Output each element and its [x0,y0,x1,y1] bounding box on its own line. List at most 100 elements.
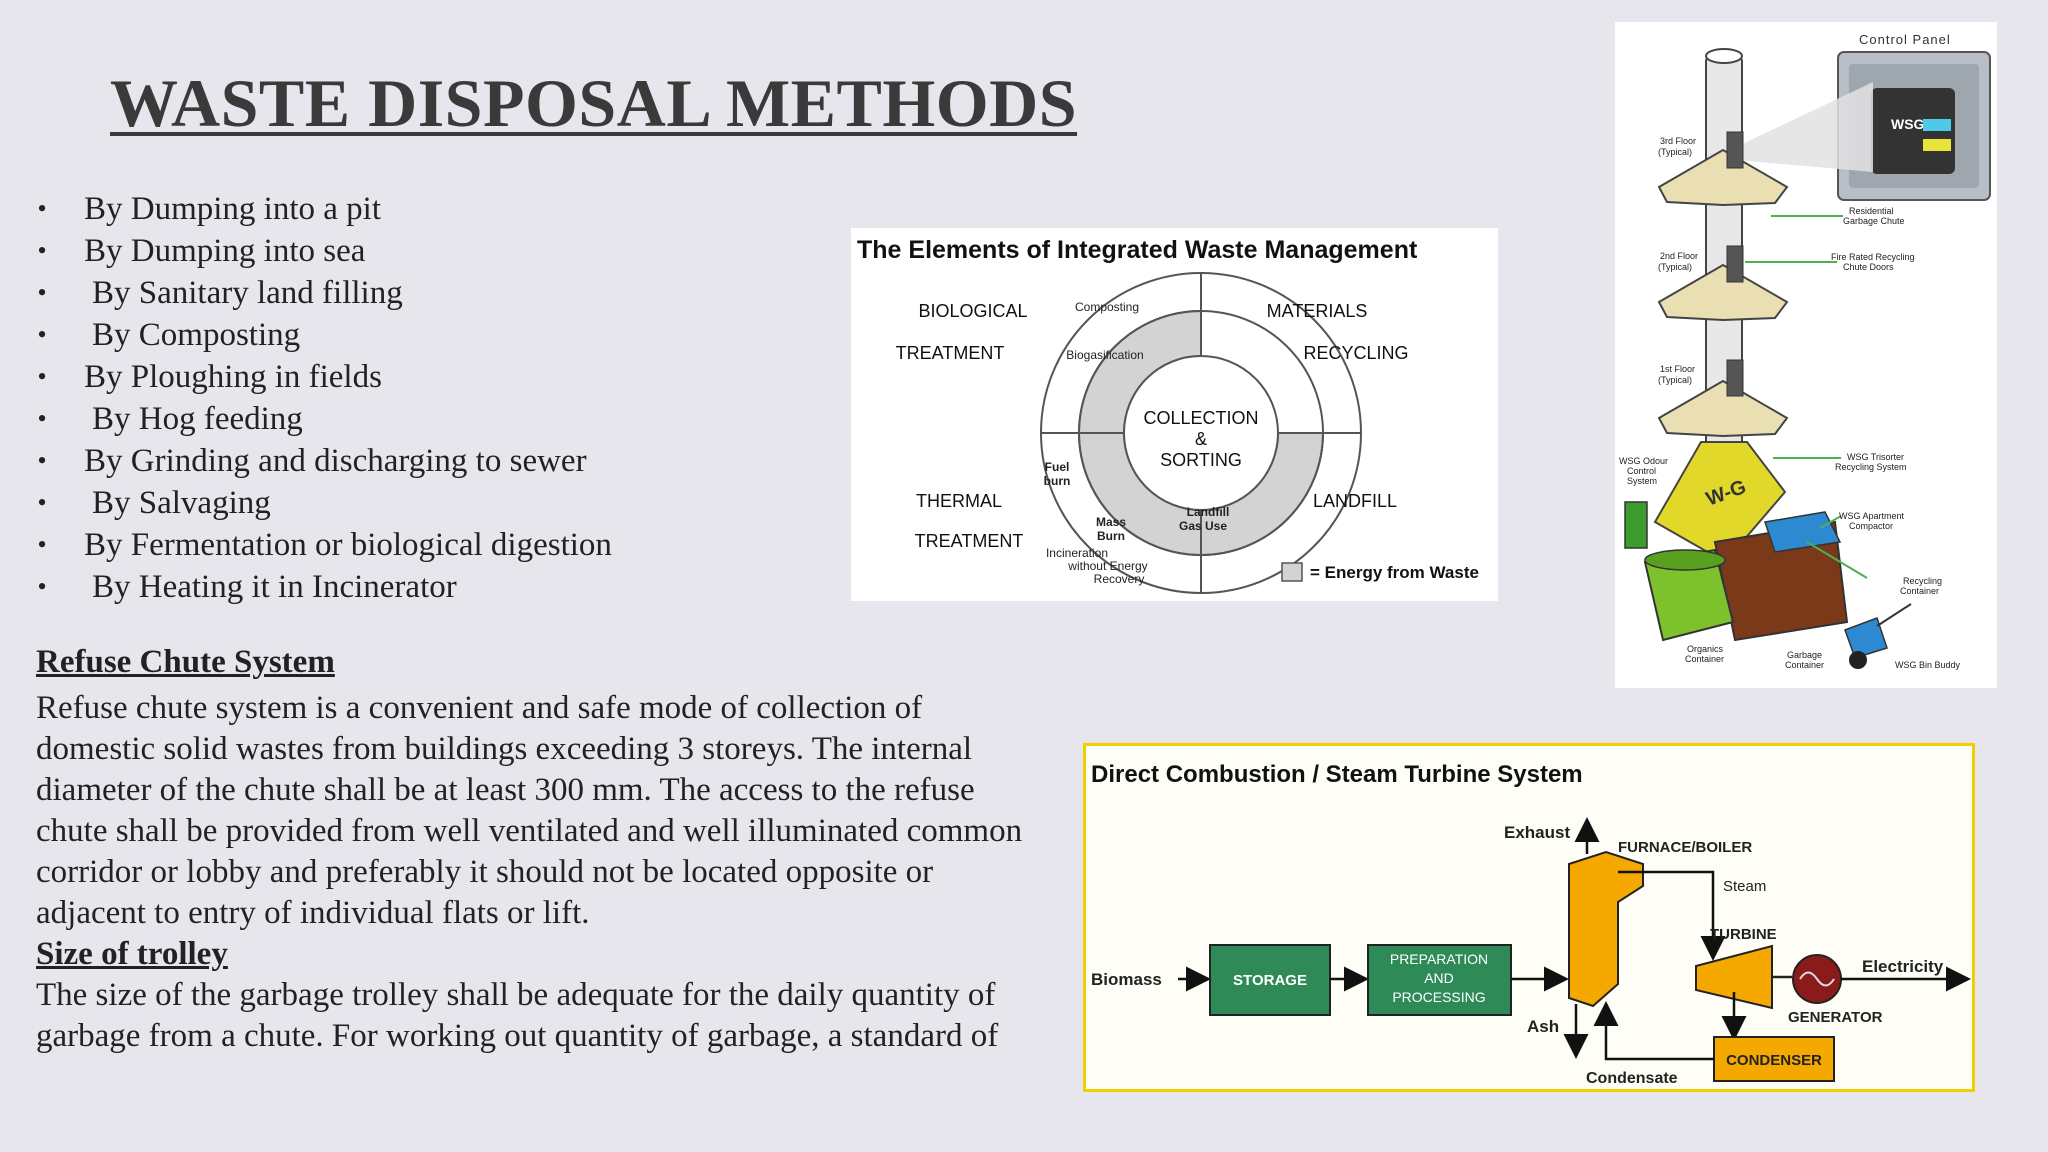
ring-label-incineration: without Energy [1067,559,1147,573]
legend-label: = Energy from Waste [1310,563,1479,582]
chute-door [1726,131,1744,169]
center-label: & [1195,429,1207,449]
bullet-icon: • [37,446,47,475]
exhaust-label: Exhaust [1504,823,1570,842]
ring-label-mass-burn: Mass [1096,515,1126,529]
biomass-label: Biomass [1091,970,1162,989]
refuse-chute-heading: Refuse Chute System [36,644,335,680]
ring-label-incineration: Recovery [1094,572,1145,586]
method-item: •By Grinding and discharging to sewer [32,440,612,482]
odour-control-unit [1624,501,1648,549]
callout-label: Chute Doors [1843,262,1894,272]
control-panel-label: Control Panel [1859,32,1951,47]
bullet-icon: • [37,530,47,559]
method-item: • By Dumping into a pit [32,188,612,230]
ring-label-biogasification: Biogasification [1066,348,1143,362]
paragraph-line: chute shall be provided from well ventil… [36,813,1023,849]
callout-cone [1736,82,1873,172]
method-text: By Ploughing in fields [84,359,382,395]
callout-label: Recycling System [1835,462,1907,472]
paragraph-line: The size of the garbage trolley shall be… [36,977,996,1013]
panel-display [1871,88,1955,174]
preparation-label: PREPARATION [1390,951,1488,967]
bin-buddy-handle [1876,603,1912,627]
compactor-unit [1764,511,1842,553]
ring-label-landfill-gas: Landfill [1187,505,1230,519]
condensate-return [1593,1001,1714,1061]
method-text: By Heating it in Incinerator [92,569,457,605]
callout-label: WSG Odour [1619,456,1668,466]
legend-swatch [1281,562,1303,582]
quadrant-label-biological: BIOLOGICAL [918,301,1027,321]
floor-label: (Typical) [1658,262,1692,272]
turbine-label: TURBINE [1710,926,1777,943]
iwm-title: The Elements of Integrated Waste Managem… [857,236,1418,264]
generator-wave [1799,971,1835,987]
trolley-size-heading: Size of trolley [36,936,228,972]
bin-buddy-body [1844,617,1888,659]
paragraph-line: garbage from a chute. For working out qu… [36,1018,999,1054]
method-item: •By Sanitary land filling [32,272,612,314]
steam-turbine-diagram: Direct Combustion / Steam Turbine System… [1083,743,1975,1092]
callout-label: Organics [1687,644,1724,654]
ring-label-fuel-burn: burn [1044,474,1071,488]
center-label: COLLECTION [1143,408,1258,428]
callout-label: Container [1900,586,1939,596]
condensate-label: Condensate [1586,1070,1678,1087]
center-label: SORTING [1160,450,1242,470]
disposal-methods-list: •By Dumping into a pit•By Dumping into s… [32,188,612,608]
page-title: WASTE DISPOSAL METHODS [110,65,1078,141]
chute-illustration: Control Panel WSG 3rd Floor (Typical) 2n… [1615,22,1997,688]
furnace-label: FURNACE/BOILER [1618,839,1752,856]
quadrant-label-materials: MATERIALS [1267,301,1368,321]
ring-label-fuel-burn: Fuel [1045,460,1070,474]
chute-door [1726,245,1744,283]
storage-label: STORAGE [1233,972,1307,989]
preparation-label: AND [1424,970,1454,986]
callout-label: WSG Apartment [1839,511,1905,521]
steam-line [1618,870,1726,961]
floor-slab [1657,263,1789,322]
callout-label: Recycling [1903,576,1942,586]
callout-label: Compactor [1849,521,1893,531]
callout-arrow [1806,541,1868,579]
chute-doors [1726,131,1744,397]
bin-buddy [1844,603,1912,669]
chute-door [1726,359,1744,397]
callout-label: Control [1627,466,1656,476]
paragraph-line: domestic solid wastes from buildings exc… [36,731,973,767]
ring-label-composting: Composting [1075,300,1139,314]
callout-label: Fire Rated Recycling [1831,252,1915,262]
floor-label: 2nd Floor [1660,251,1698,261]
electricity-label: Electricity [1862,957,1944,976]
callout-label: WSG Bin Buddy [1895,660,1961,670]
paragraph-line: Refuse chute system is a convenient and … [36,690,923,726]
paragraph-line: diameter of the chute shall be at least … [36,772,975,808]
method-item: •By Salvaging [32,482,612,524]
bullet-icon: • [37,320,47,349]
method-item: •By Ploughing in fields [32,356,612,398]
callout-label: System [1627,476,1657,486]
method-text: By Dumping into a pit [84,191,381,227]
method-item: • By Composting [32,314,612,356]
quadrant-label-biological: TREATMENT [896,343,1005,363]
floor-label: 1st Floor [1660,364,1695,374]
iwm-diagram: The Elements of Integrated Waste Managem… [851,228,1498,601]
refuse-chute-paragraph: Refuse chute system is a convenient and … [36,688,1022,934]
floor-slab [1657,379,1789,438]
paragraph-line: adjacent to entry of individual flats or… [36,895,590,931]
steam-label: Steam [1723,878,1766,895]
floor-slab [1657,148,1789,207]
bullet-icon: • [37,488,47,517]
bullet-icon: • [37,194,47,223]
method-text: By Fermentation or biological digestion [84,527,612,563]
method-text: By Composting [92,317,301,353]
trolley-size-paragraph: The size of the garbage trolley shall be… [36,975,998,1057]
ring-label-landfill-gas: Gas Use [1179,519,1227,533]
ring-label-mass-burn: Burn [1097,529,1125,543]
floor-label: (Typical) [1658,147,1692,157]
bullet-icon: • [37,278,47,307]
paragraph-line: corridor or lobby and preferably it shou… [36,854,934,890]
ash-label: Ash [1527,1017,1559,1036]
floor-label: 3rd Floor [1660,136,1696,146]
